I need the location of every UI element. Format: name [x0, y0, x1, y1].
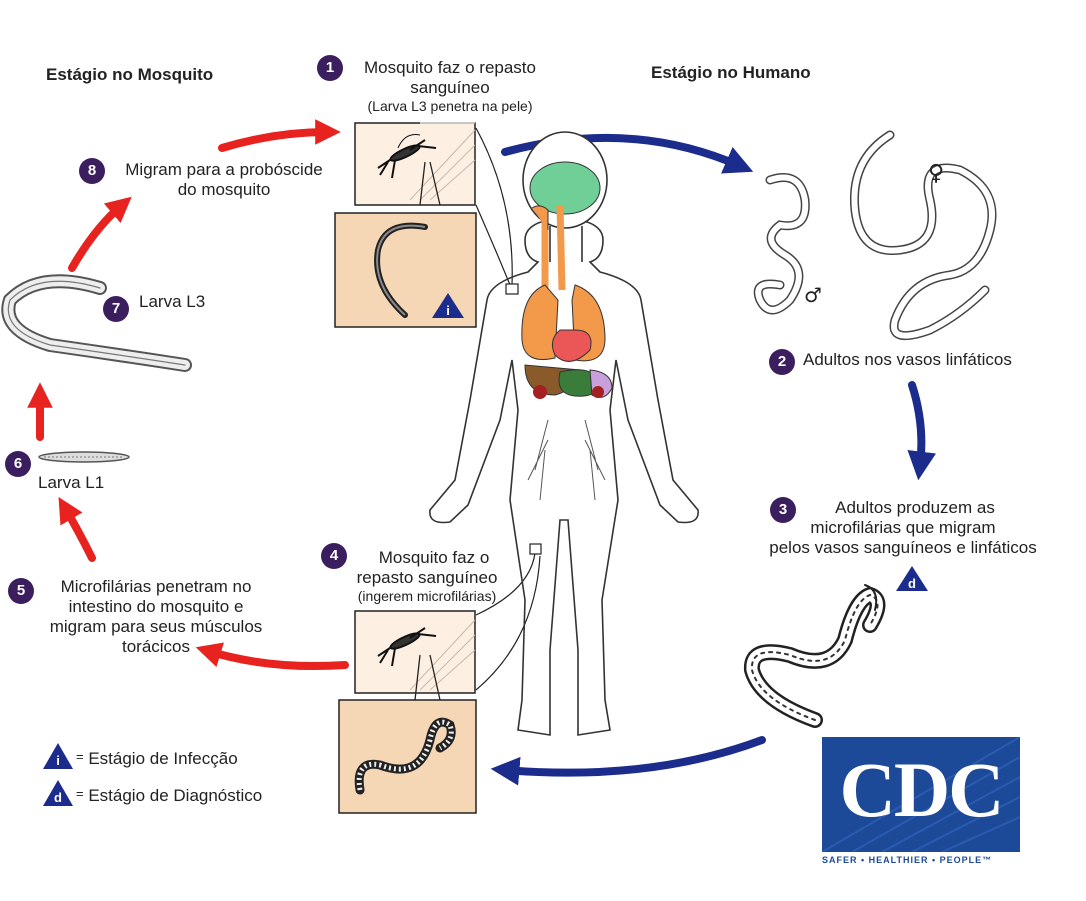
step-3-label: Adultos produzem as microfilárias que mi… — [769, 498, 1037, 557]
human-stage-header: Estágio no Humano — [651, 63, 811, 82]
step-4-label: Mosquito faz o repasto sanguíneo (ingere… — [356, 548, 498, 604]
left-lung-icon — [521, 284, 559, 360]
step-2-label: Adultos nos vasos linfáticos — [803, 350, 1012, 369]
step-3-badge: 3 — [770, 497, 796, 523]
step-6-label: Larva L1 — [38, 473, 105, 492]
l3-larva-large-icon — [1, 274, 192, 372]
legend-diagnostic: = Estágio de Diagnóstico — [76, 786, 263, 805]
brain-icon — [529, 161, 601, 215]
infection-stage-marker-icon: i — [432, 293, 464, 318]
adult-worms: ♀ ♂ — [753, 130, 997, 341]
step-7-label: Larva L3 — [139, 292, 206, 311]
step-1-badge: 1 — [317, 55, 343, 81]
cdc-logo: CDC — [822, 737, 1020, 852]
mosquito-stage-arrows — [27, 119, 349, 671]
arrow-4-to-5 — [195, 642, 349, 671]
cdc-logo-text: CDC — [839, 746, 1005, 833]
lymph-vessels — [527, 419, 606, 501]
arrow-5-to-6 — [58, 496, 96, 562]
step-2-badge: 2 — [769, 349, 795, 375]
legend-diagnostic-marker-icon: d — [43, 780, 73, 806]
female-symbol: ♀ — [928, 161, 944, 186]
legend-infection: = Estágio de Infecção — [76, 749, 238, 768]
arrow-8-to-1 — [218, 119, 341, 152]
body-outline — [429, 219, 699, 736]
step-7-badge: 7 — [103, 296, 129, 322]
svg-text:d: d — [908, 576, 916, 591]
step-6-badge: 6 — [5, 451, 31, 477]
svg-text:d: d — [54, 790, 62, 805]
inset-connectors — [475, 127, 542, 691]
step-8-badge: 8 — [79, 158, 105, 184]
arrow-3-to-4 — [490, 736, 766, 786]
legend-infection-marker-icon: i — [43, 743, 73, 769]
microfilaria-large-icon — [743, 584, 886, 728]
trachea — [541, 204, 566, 291]
svg-text:i: i — [56, 753, 60, 768]
diagnostic-stage-marker-icon: d — [896, 566, 928, 591]
cdc-logo-pattern — [822, 737, 1020, 852]
arrow-2-to-3 — [907, 381, 937, 481]
svg-text:i: i — [446, 303, 450, 318]
step-5-badge: 5 — [8, 578, 34, 604]
male-symbol: ♂ — [804, 283, 822, 307]
step-8-label: Migram para a probóscide do mosquito — [125, 160, 323, 199]
inset-step-1: i — [334, 122, 477, 328]
mosquito-icon — [377, 134, 437, 179]
step-1-label: Mosquito faz o repasto sanguíneo (Larva … — [364, 58, 536, 114]
organs — [521, 161, 613, 501]
inset-step-4 — [338, 610, 477, 814]
heart-icon — [551, 329, 592, 362]
cdc-tagline: SAFER • HEALTHIER • PEOPLE™ — [822, 855, 993, 865]
arrow-7-to-8 — [68, 196, 132, 272]
mosquito-stage-header: Estágio no Mosquito — [46, 65, 214, 84]
step-5-label: Microfilárias penetram no intestino do m… — [49, 577, 263, 656]
mosquito-icon — [377, 627, 437, 667]
step-4-badge: 4 — [321, 543, 347, 569]
l1-larva-icon — [38, 451, 130, 463]
